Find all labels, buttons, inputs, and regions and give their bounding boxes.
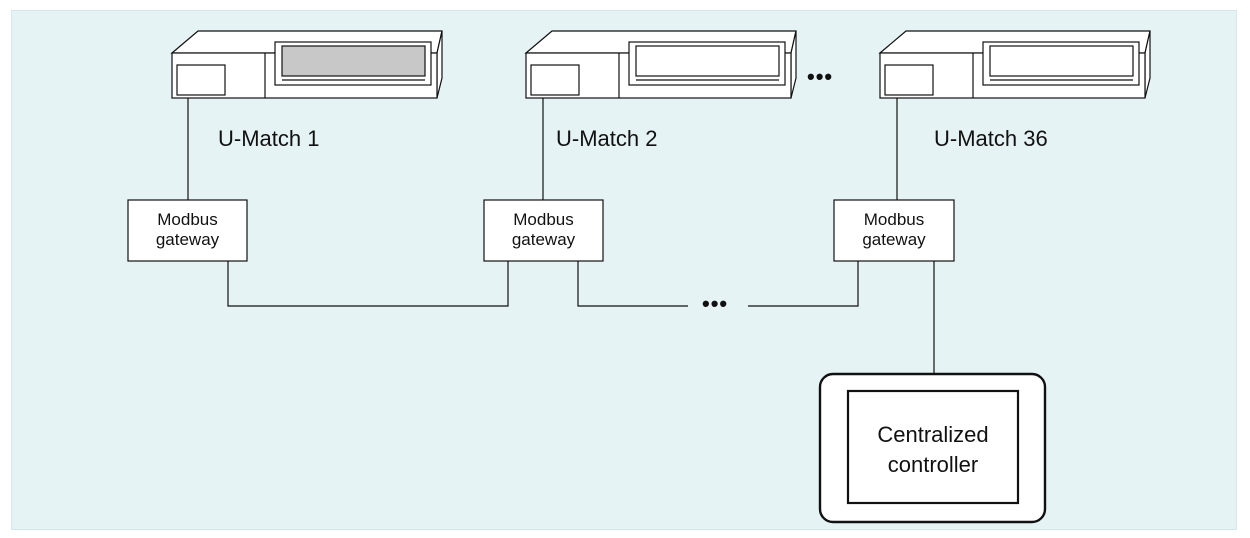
indoor-unit-1	[170, 30, 443, 99]
gateway-label-1: Modbus gateway	[128, 210, 247, 250]
gateway-3-line1: Modbus	[863, 210, 925, 229]
indoor-unit-2	[524, 30, 797, 99]
gateway-3-line2: gateway	[862, 230, 926, 249]
gateway-label-2: Modbus gateway	[484, 210, 603, 250]
gateway-2-line2: gateway	[511, 230, 576, 249]
bus-link-2-left	[577, 261, 688, 307]
gateway-1-line2: gateway	[155, 230, 220, 249]
bus-ellipsis: •••	[702, 291, 729, 316]
gateway-box-2	[483, 199, 604, 262]
unit-label-36: U-Match 36	[934, 126, 1048, 151]
bus-link-1-2	[227, 261, 509, 307]
bus-link-36-right	[748, 261, 859, 307]
gateway-label-3: Modbus gateway	[834, 210, 954, 250]
gateway-1-line1: Modbus	[157, 210, 218, 229]
gateway-2-line1: Modbus	[513, 210, 574, 229]
gateway-box-1	[127, 199, 248, 262]
controller-line2: controller	[887, 452, 979, 477]
controller-label: Centralized controller	[848, 420, 1018, 480]
unit-label-1: U-Match 1	[218, 126, 320, 151]
controller-screen	[846, 389, 1020, 505]
controller-line1: Centralized	[877, 422, 989, 447]
unit-label-2: U-Match 2	[556, 126, 658, 151]
gateway-box-3	[833, 199, 955, 262]
units-ellipsis: •••	[807, 64, 834, 89]
indoor-unit-36	[878, 30, 1151, 99]
